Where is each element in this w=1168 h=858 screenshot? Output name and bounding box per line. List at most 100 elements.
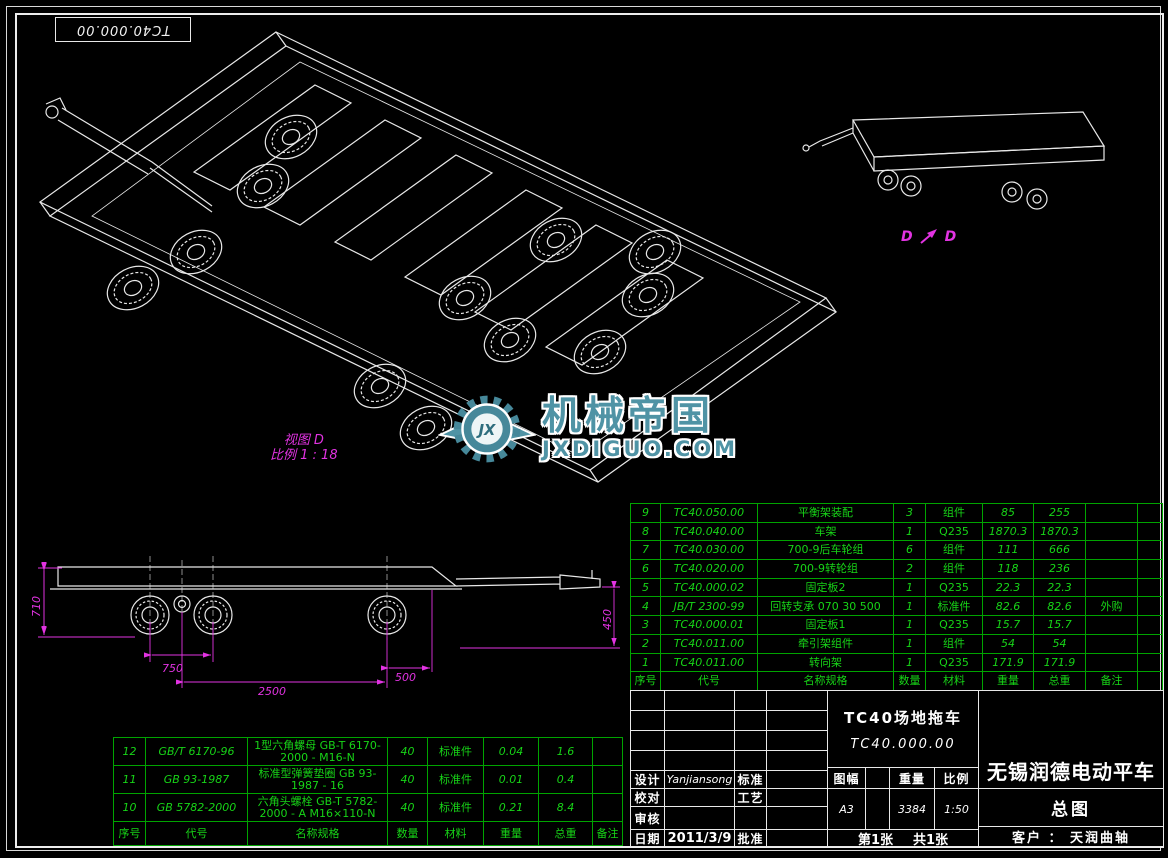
parts-total: 22.3 — [1033, 577, 1086, 598]
fastener-total: 1.6 — [538, 737, 593, 766]
parts-notes — [1085, 615, 1138, 635]
product-title: TC40场地拖车 — [843, 708, 963, 727]
fastener-name: 标准型弹簧垫圈 GB 93-1987 - 16 — [247, 765, 388, 794]
fastener-name: 1型六角螺母 GB-T 6170-2000 - M16-N — [247, 737, 388, 766]
date-label: 日期 — [631, 830, 664, 846]
detail-view-scale: 比例 1 : 18 — [270, 448, 338, 463]
drawbar — [45, 97, 213, 213]
review-label: 审核 — [631, 807, 664, 829]
parts-seq: 1 — [630, 652, 661, 673]
dim-750: 750 — [162, 662, 183, 675]
fastener-row: 12 GB/T 6170-96 1型六角螺母 GB-T 6170-2000 - … — [113, 737, 623, 766]
parts-code: TC40.020.00 — [660, 559, 758, 579]
parts-row: 6 TC40.020.00 700-9转轮组 2 组件 118 236 — [630, 559, 1163, 579]
parts-name: 转向架 — [757, 652, 894, 673]
drawing-number: TC40.000.00 — [850, 736, 956, 752]
parts-qty: 1 — [893, 577, 926, 598]
fastener-qty: 40 — [387, 793, 428, 822]
dimension-lines — [38, 561, 620, 688]
standard-label: 标准 — [735, 771, 766, 788]
watermark-logo-text: JX — [476, 422, 496, 439]
parts-qty: 1 — [893, 596, 926, 617]
parts-row: 3 TC40.000.01 固定板1 1 Q235 15.7 15.7 — [630, 615, 1163, 635]
parts-name: 固定板1 — [757, 615, 894, 635]
dim-2500: 2500 — [258, 685, 286, 698]
parts-code: TC40.050.00 — [660, 503, 758, 523]
fastener-name: 六角头螺栓 GB-T 5782-2000 - A M16×110-N — [247, 793, 388, 822]
design-label: 设计 — [631, 771, 664, 788]
parts-code: TC40.000.02 — [660, 577, 758, 598]
section-letter-left: D — [901, 229, 913, 245]
parts-material: Q235 — [925, 615, 983, 635]
parts-total: 15.7 — [1033, 615, 1086, 635]
parts-notes: 外购 — [1085, 596, 1138, 617]
parts-material: 组件 — [925, 559, 983, 579]
parts-code: TC40.011.00 — [660, 652, 758, 673]
parts-weight: 118 — [982, 559, 1034, 579]
parts-weight: 82.6 — [982, 596, 1034, 617]
fastener-material: 标准件 — [427, 793, 484, 822]
parts-seq: 9 — [630, 503, 661, 523]
titleblock-company: 无锡润德电动平车 总图 客户 ： 天润曲轴 — [978, 690, 1164, 847]
parts-name: 牵引架组件 — [757, 633, 894, 654]
parts-total: 171.9 — [1033, 652, 1086, 673]
watermark-url: JXDIGUO.COM — [542, 437, 739, 462]
weight-value: 3384 — [890, 789, 934, 829]
parts-name: 车架 — [757, 521, 894, 542]
design-value: Yanjiansong — [665, 771, 734, 788]
sheet-name: 总图 — [979, 789, 1163, 826]
fasteners-header-row: 序号 代号 名称规格 数量 材料 重量 总重 备注 — [113, 821, 623, 846]
parts-material: Q235 — [925, 521, 983, 542]
parts-seq: 7 — [630, 540, 661, 561]
watermark-gear-logo-icon: JX — [438, 395, 536, 463]
parts-weight: 22.3 — [982, 577, 1034, 598]
detail-view-name: 视图 D — [283, 433, 324, 448]
fastener-notes — [592, 793, 623, 822]
fastener-seq: 11 — [113, 765, 146, 794]
sheet-page: 第1张 — [857, 832, 893, 847]
parts-table: 9 TC40.050.00 平衡架装配 3 组件 85 255 8 TC40.0… — [630, 503, 1163, 691]
parts-total: 54 — [1033, 633, 1086, 654]
parts-weight: 54 — [982, 633, 1034, 654]
parts-row: 7 TC40.030.00 700-9后车轮组 6 组件 111 666 — [630, 540, 1163, 561]
titleblock-center: TC40场地拖车 TC40.000.00 图幅 重量 比例 A3 3384 1:… — [827, 690, 979, 847]
parts-qty: 1 — [893, 652, 926, 673]
parts-qty: 6 — [893, 540, 926, 561]
process-label: 工艺 — [735, 789, 766, 806]
parts-name: 平衡架装配 — [757, 503, 894, 523]
format-value: A3 — [828, 789, 865, 829]
parts-weight: 15.7 — [982, 615, 1034, 635]
fastener-row: 11 GB 93-1987 标准型弹簧垫圈 GB 93-1987 - 16 40… — [113, 765, 623, 794]
company-name: 无锡润德电动平车 — [979, 691, 1163, 788]
parts-material: 组件 — [925, 633, 983, 654]
scale-value: 1:50 — [935, 789, 978, 829]
fastener-weight: 0.21 — [483, 793, 539, 822]
fastener-seq: 12 — [113, 737, 146, 766]
section-arrow-icon — [919, 229, 937, 244]
fastener-code: GB/T 6170-96 — [145, 737, 248, 766]
sheet-total: 共1张 — [913, 832, 949, 847]
section-letter-right: D — [944, 229, 957, 245]
detail-view-label: 视图 D 比例 1 : 18 — [270, 433, 338, 463]
parts-seq: 8 — [630, 521, 661, 542]
fastener-total: 8.4 — [538, 793, 593, 822]
parts-code: TC40.011.00 — [660, 633, 758, 654]
parts-row: 1 TC40.011.00 转向架 1 Q235 171.9 171.9 — [630, 652, 1163, 673]
parts-notes — [1085, 652, 1138, 673]
parts-material: Q235 — [925, 652, 983, 673]
check-label: 校对 — [631, 789, 664, 806]
format-label: 图幅 — [828, 768, 865, 788]
parts-material: Q235 — [925, 577, 983, 598]
fastener-qty: 40 — [387, 737, 428, 766]
parts-weight: 111 — [982, 540, 1034, 561]
fastener-seq: 10 — [113, 793, 146, 822]
parts-material: 组件 — [925, 503, 983, 523]
parts-code: TC40.000.01 — [660, 615, 758, 635]
parts-code: JB/T 2300-99 — [660, 596, 758, 617]
parts-qty: 2 — [893, 559, 926, 579]
parts-name: 700-9转轮组 — [757, 559, 894, 579]
parts-header-row: 序号 代号 名称规格 数量 材料 重量 总重 备注 — [630, 671, 1163, 691]
parts-weight: 85 — [982, 503, 1034, 523]
parts-row: 8 TC40.040.00 车架 1 Q235 1870.3 1870.3 — [630, 521, 1163, 542]
